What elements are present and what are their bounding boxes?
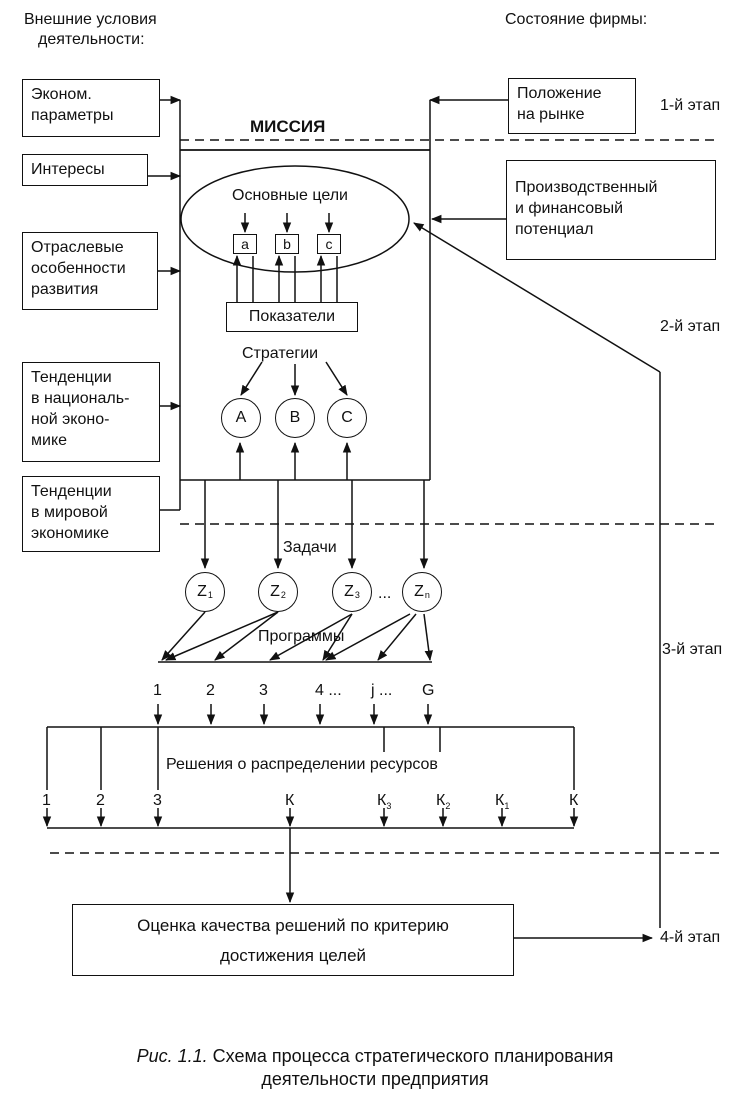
resource-main: 3 [153,792,162,809]
external-box-interests: Интересы [22,154,148,186]
firm-box-production-potential: Производственный и финансовый потенциал [506,160,716,260]
program-4: 4 ... [315,682,342,699]
box-line: экономике [31,525,109,542]
task-sub: n [424,590,430,600]
firm-box-market-position: Положение на рынке [508,78,636,134]
resource-main: К [495,792,505,809]
resource-sub: 2 [445,801,451,812]
resource-k1: К1 [495,791,509,816]
resource-k-last: К [569,791,578,811]
resource-main: 1 [42,792,51,809]
box-line: на рынке [517,106,585,123]
evaluation-line1: Оценка качества решений по критерию [137,916,449,935]
external-box-industry-features: Отраслевые особенности развития [22,232,158,310]
goal-b: b [275,234,299,254]
strategy-b: B [275,398,315,438]
goal-a: a [233,234,257,254]
resource-k3: К3 [377,791,391,816]
program-3: 3 [259,682,268,699]
box-line: в националь- [31,390,130,407]
external-box-national-economy: Тенденции в националь- ной эконо- мике [22,362,160,462]
firm-state-title: Состояние фирмы: [505,11,648,28]
main-goals-label: Основные цели [232,187,348,204]
resource-2: 2 [96,791,105,811]
figure-caption-line1: Рис. 1.1. Схема процесса стратегического… [0,1045,750,1067]
indicators-box: Показатели [226,302,358,332]
box-line: Положение [517,85,602,102]
indicators-label: Показатели [248,308,336,325]
stage-4-label: 4-й этап [656,928,721,948]
stage-1-label: 1-й этап [660,97,721,114]
box-line: Отраслевые [31,239,124,256]
stage-3-label: 3-й этап [662,641,723,658]
external-conditions-title: Внешние условия деятельности: [24,10,157,50]
programs-label: Программы [258,628,345,645]
resource-main: К [377,792,387,809]
strategy-a: A [221,398,261,438]
box-line: развития [31,281,99,298]
resource-sub: 3 [386,801,392,812]
resource-k: К [285,791,294,811]
resource-main: К [436,792,446,809]
box-line: параметры [31,107,114,124]
caption-prefix: Рис. 1.1. [136,1046,208,1066]
box-line: Интересы [31,161,105,178]
box-line: особенности [31,260,126,277]
program-1: 1 [153,682,162,699]
box-line: Тенденции [31,483,112,500]
task-letter: Z [414,583,424,600]
caption-text: Схема процесса стратегического планирова… [207,1046,614,1066]
decisions-label: Решения о распределении ресурсов [162,755,442,775]
resource-3: 3 [153,791,162,811]
box-line: Тенденции [31,369,112,386]
task-sub: 1 [207,590,213,600]
task-letter: Z [344,583,354,600]
external-box-world-economy: Тенденции в мировой экономике [22,476,160,552]
resource-sub: 1 [504,801,510,812]
tasks-label: Задачи [283,539,337,556]
task-sub: 3 [354,590,360,600]
box-line: и финансовый [515,200,624,217]
box-line: потенциал [515,221,594,238]
box-line: Производственный [515,179,658,196]
external-box-economic-params: Эконом. параметры [22,79,160,137]
evaluation-line2: достижения целей [219,946,367,965]
program-2: 2 [206,682,215,699]
resource-main: К [569,792,579,809]
box-line: мике [31,432,68,449]
task-letter: Z [270,583,280,600]
goal-c: c [317,234,341,254]
figure-caption-line2: деятельности предприятия [261,1069,489,1089]
box-line: ной эконо- [31,411,110,428]
resource-1: 1 [42,791,51,811]
strategy-c: C [327,398,367,438]
task-letter: Z [197,583,207,600]
resource-k2: К2 [436,791,450,816]
resource-main: К [285,792,295,809]
stage-2-label: 2-й этап [660,318,721,335]
external-conditions-title-line1: Внешние условия [24,11,157,28]
strategies-label: Стратегии [242,345,319,362]
mission-label: МИССИЯ [250,117,326,136]
program-g: G [422,682,435,699]
external-conditions-title-line2: деятельности: [38,31,145,48]
resource-main: 2 [96,792,105,809]
evaluation-box: Оценка качества решений по критерию дост… [72,904,514,976]
tasks-ellipsis: ... [378,585,392,602]
task-sub: 2 [280,590,286,600]
box-line: в мировой [31,504,108,521]
program-j: j ... [371,682,393,699]
box-line: Эконом. [31,86,92,103]
goals-ellipse [180,165,410,273]
